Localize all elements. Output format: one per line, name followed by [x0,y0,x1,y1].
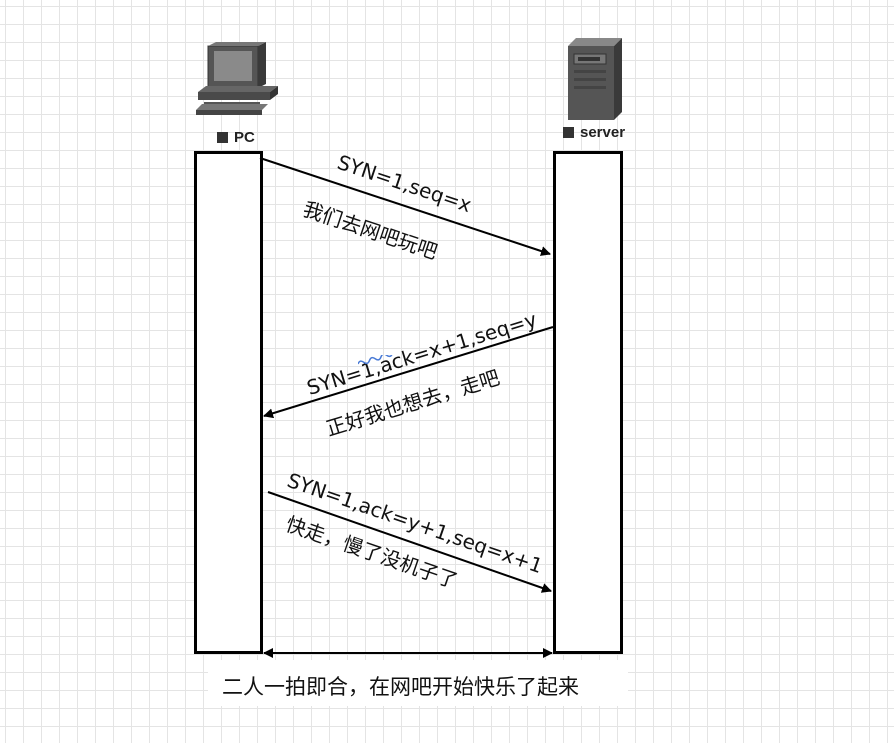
label-square-icon [563,127,574,138]
message-arrow-3 [267,491,552,593]
label-square-icon [217,132,228,143]
caption-background [208,660,628,706]
message-arrow-2 [263,326,554,419]
diagram-caption: 二人一拍即合，在网吧开始快乐了起来 [222,675,579,699]
client-lifeline [194,151,263,654]
server-label: server [563,124,625,141]
message-arrow-1 [259,157,551,256]
spellcheck-underline [358,355,405,365]
desktop-computer-icon [196,42,278,115]
server-lifeline [553,151,623,654]
client-label-text: PC [234,129,255,146]
server-label-text: server [580,124,626,141]
server-tower-icon [568,38,622,120]
client-label: PC [217,129,255,146]
